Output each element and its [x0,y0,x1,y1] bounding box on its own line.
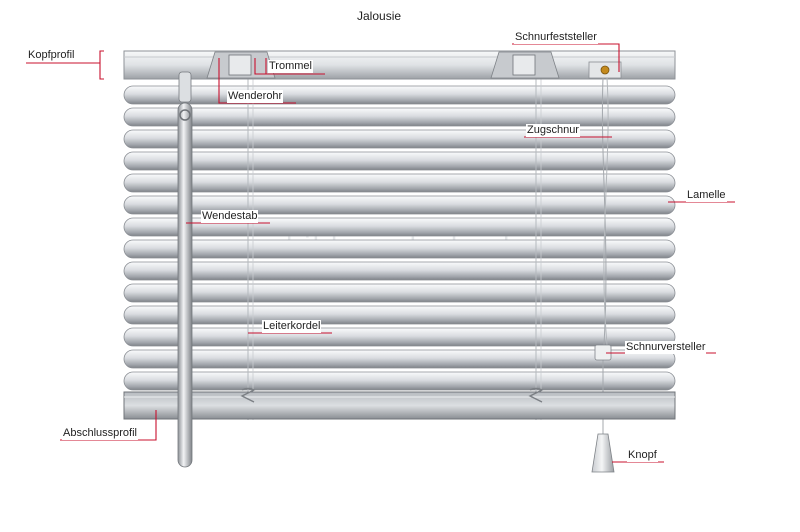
slat [123,129,676,149]
slat [123,371,676,391]
tilt-rod-hook [178,71,192,103]
label-wenderohr: Wenderohr [227,90,284,103]
leader-line [60,410,157,441]
slats [123,85,676,391]
pull-cord [603,77,609,346]
drum-core [512,54,536,76]
slat [123,151,676,171]
label-leiterkordel: Leiterkordel [262,320,322,333]
label-knopf: Knopf [627,449,658,462]
label-schnurversteller: Schnurversteller [625,341,707,354]
wand-hook [179,109,191,121]
bottom-rail [123,391,676,420]
label-kopfprofil: Kopfprofil [27,49,76,62]
pull-knob [591,433,615,473]
label-trommel: Trommel [268,60,313,73]
leader-line [254,58,325,75]
slat [123,349,676,369]
slat [123,85,676,105]
drum-core [228,54,252,76]
label-schnurfeststeller: Schnurfeststeller [514,31,598,44]
slat [123,283,676,303]
slat [123,195,676,215]
leader-line [512,43,620,72]
cord-bundle [240,387,256,403]
slat [123,239,676,259]
diagram-title: Jalousie [357,9,402,23]
slat [123,327,676,347]
cord-lock-roller [600,65,610,75]
slat [123,173,676,193]
label-lamelle: Lamelle [686,189,727,202]
slat [123,305,676,325]
cord-bundle [528,387,544,403]
leader-line [99,50,104,80]
label-wendestab: Wendestab [201,210,259,223]
slat [123,261,676,281]
tilt-wand [177,102,193,468]
pull-cord [601,77,607,346]
leader-line [218,58,296,104]
label-zugschnur: Zugschnur [526,124,580,137]
label-abschlussprofil: Abschlussprofil [62,427,138,440]
slat [123,107,676,127]
